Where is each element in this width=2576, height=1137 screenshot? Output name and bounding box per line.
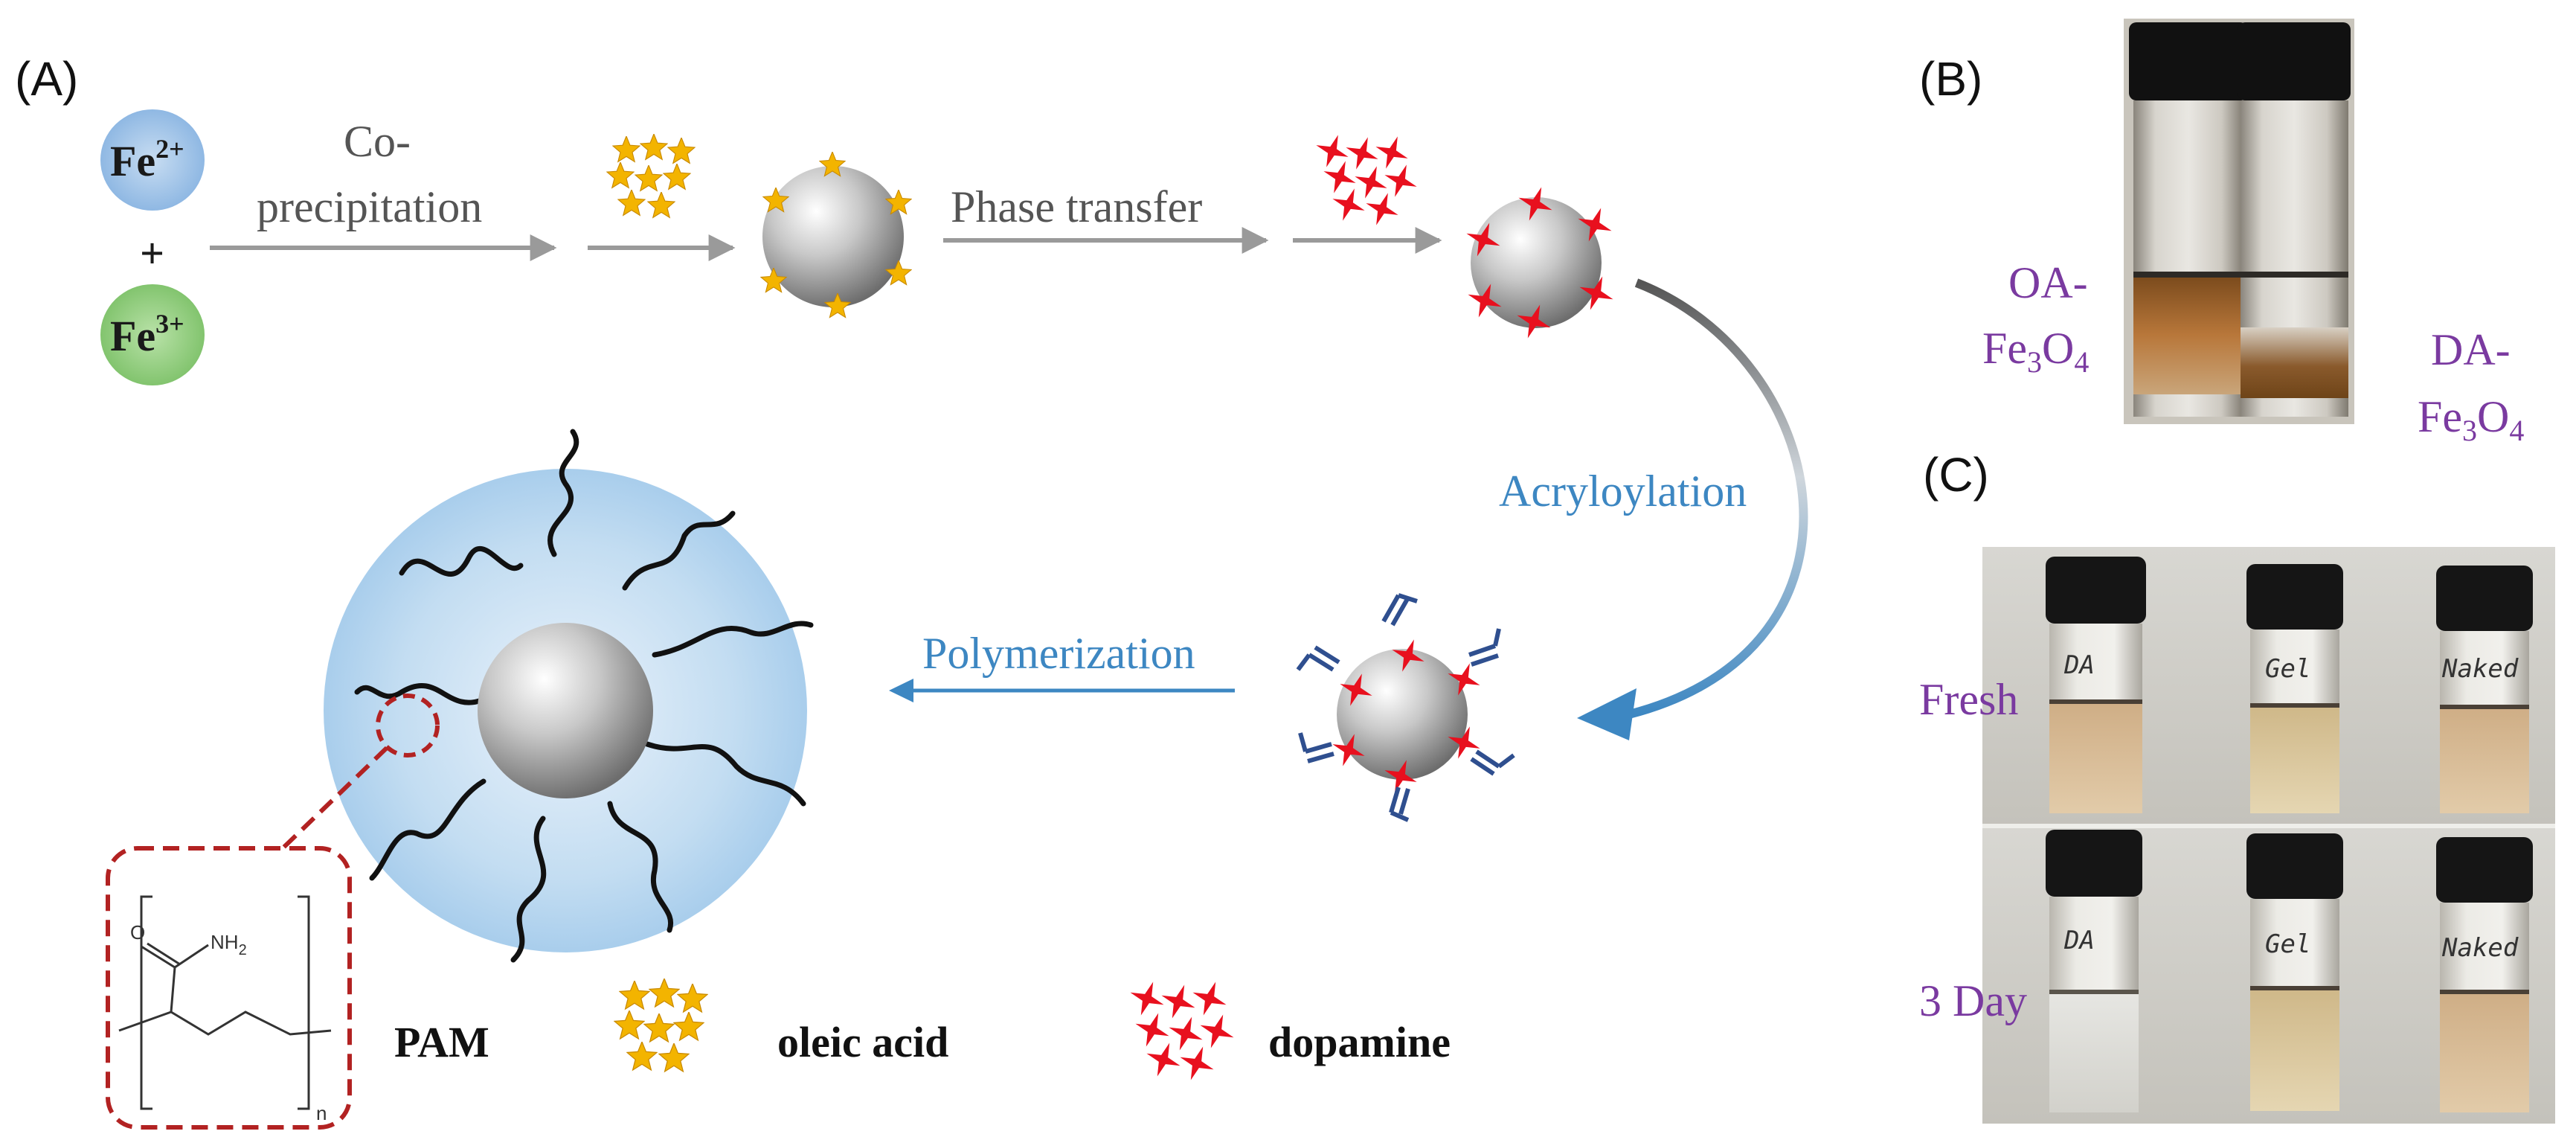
pam-repeat-n: n <box>316 1102 327 1124</box>
oa-o: O <box>2042 324 2074 373</box>
arrow-acryloylation-head <box>1577 688 1637 740</box>
pam-amide-sub: 2 <box>239 942 247 958</box>
row-label-3day: 3 Day <box>1919 976 2027 1025</box>
step-phase-transfer: Phase transfer <box>951 182 1202 231</box>
zoom-circle <box>376 694 440 758</box>
step-coprecipitation-line1: Co- <box>344 117 411 166</box>
oa-fe3o4-line1: OA- <box>2008 258 2088 307</box>
oa-sub3: 3 <box>2027 345 2042 379</box>
oa-coated-nanoparticle <box>760 152 912 318</box>
pam-grafted-nanoparticle <box>324 429 814 963</box>
oa-fe: Fe <box>1982 324 2027 373</box>
acryloylated-nanoparticle <box>1296 593 1515 822</box>
arrow-acryloylation <box>1628 278 1808 719</box>
row-label-fresh: Fresh <box>1919 675 2018 724</box>
da-fe3o4-line2: Fe3O4 <box>2418 392 2524 447</box>
step-coprecipitation-line2: precipitation <box>257 182 482 231</box>
da-fe3o4-line1: DA- <box>2431 325 2511 374</box>
da-sub3: 3 <box>2462 414 2477 447</box>
fresh-vial-naked <box>2436 566 2533 813</box>
da-sub4: 4 <box>2509 414 2524 447</box>
pam-structure-box <box>106 846 352 1130</box>
legend-dopamine: dopamine <box>1268 1018 1451 1066</box>
pam-amide-nh: NH <box>211 931 239 953</box>
pam-amide-label: NH2 <box>211 931 247 958</box>
legend-dopamine-icon <box>1129 981 1235 1081</box>
da-fe: Fe <box>2418 392 2462 441</box>
oa-sub4: 4 <box>2074 345 2089 379</box>
step-polymerization: Polymerization <box>922 629 1195 678</box>
legend-oleic-acid: oleic acid <box>777 1018 948 1066</box>
fresh-label-gel: Gel <box>2265 654 2310 684</box>
svg-text:Fe3+: Fe3+ <box>110 309 184 360</box>
day3-vial-gel <box>2246 833 2343 1111</box>
panel-b-label: (B) <box>1919 52 1982 106</box>
pam-carbonyl-o: O <box>130 921 145 944</box>
da-o: O <box>2477 392 2509 441</box>
arrow-polymerization-head <box>889 679 913 702</box>
fresh-label-naked: Naked <box>2441 654 2519 684</box>
oa-fe3o4-line2: Fe3O4 <box>1982 324 2089 379</box>
fe2-charge: 2+ <box>155 134 184 164</box>
day3-label-gel: Gel <box>2265 929 2310 959</box>
fe3-charge: 3+ <box>155 309 184 339</box>
fresh-vial-gel <box>2246 564 2343 813</box>
fresh-vial-da <box>2046 557 2146 813</box>
legend-oleic-icon <box>614 979 708 1072</box>
svg-text:Fe2+: Fe2+ <box>110 134 184 185</box>
panel-a-label: (A) <box>15 52 78 106</box>
day3-vial-naked <box>2436 837 2533 1112</box>
day3-vial-da <box>2046 830 2142 1112</box>
day3-label-naked: Naked <box>2441 933 2519 963</box>
fe2-ion: Fe2+ <box>100 109 205 211</box>
step-acryloylation: Acryloylation <box>1499 467 1747 516</box>
fe2-symbol: Fe <box>110 137 155 185</box>
fe3-ion: Fe3+ <box>100 284 205 385</box>
fe3-symbol: Fe <box>110 312 155 360</box>
oleic-acid-cluster <box>606 134 696 218</box>
legend-pam: PAM <box>394 1018 489 1066</box>
da-coated-nanoparticle <box>1465 186 1614 339</box>
panel-c-label: (C) <box>1923 448 1989 502</box>
fresh-label-da: DA <box>2063 650 2095 680</box>
day3-label-da: DA <box>2063 926 2095 955</box>
pam-structure <box>118 895 332 1110</box>
panel-b-photo <box>2124 19 2354 424</box>
dopamine-cluster <box>1315 134 1418 226</box>
plus-sign: + <box>140 229 164 278</box>
